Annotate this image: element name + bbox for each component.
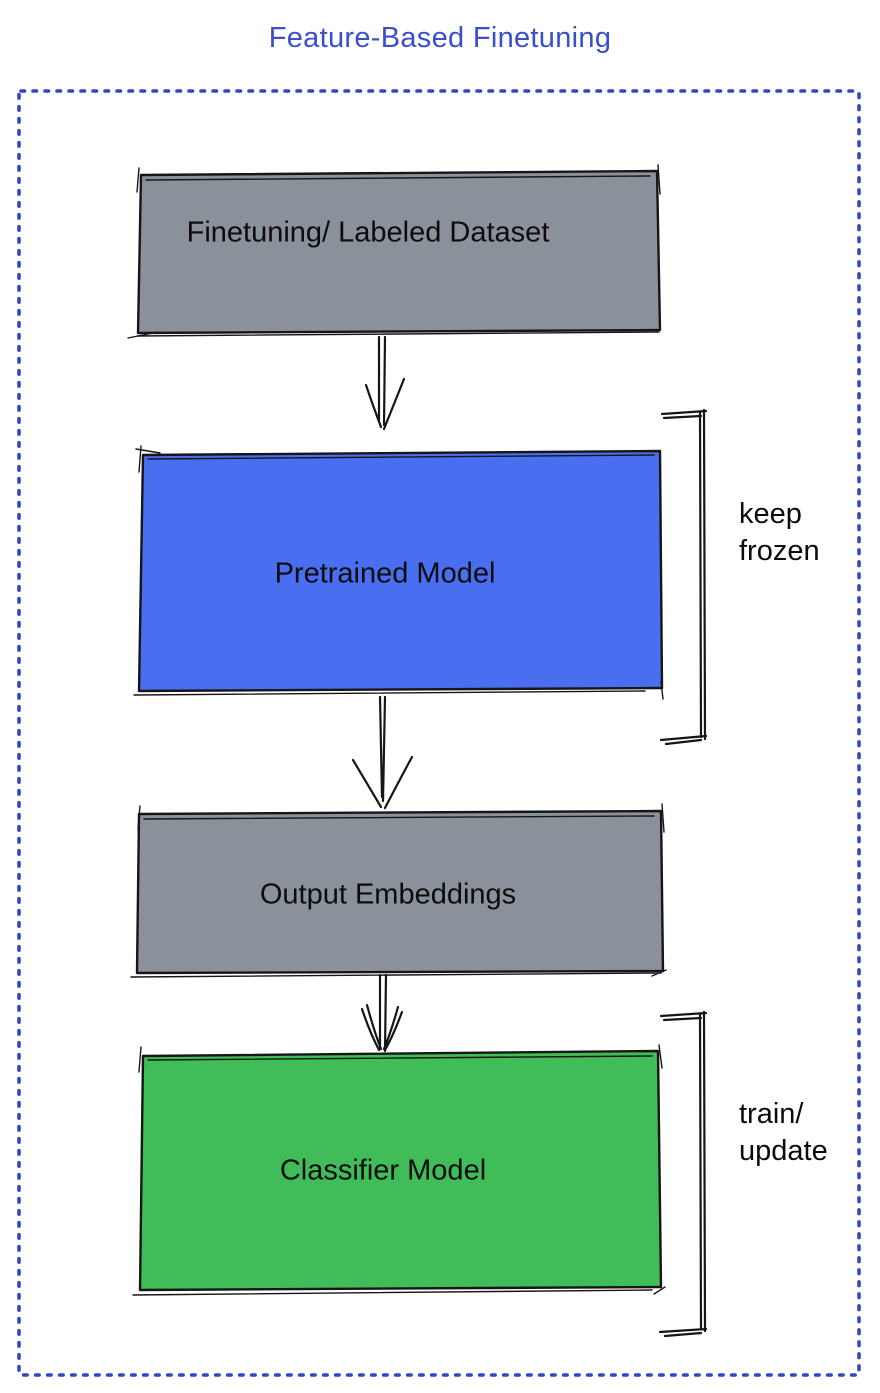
- pretrained-model-label: Pretrained Model: [274, 557, 496, 590]
- node-classifier-model: [132, 1044, 666, 1296]
- classifier-model-box: [140, 1051, 661, 1290]
- train-update-line2: update: [739, 1135, 828, 1167]
- bracket-keep-frozen: [659, 408, 708, 746]
- output-embeddings-box: [137, 811, 663, 973]
- finetuning-dataset-box: [138, 171, 660, 333]
- pretrained-model-sketch-accents: [133, 445, 664, 700]
- node-output-embeddings: [130, 803, 667, 978]
- pretrained-model-box: [139, 451, 662, 691]
- arrow-dataset-to-pretrained: [364, 335, 406, 431]
- classifier-model-border: [138, 1049, 663, 1292]
- output-embeddings-sketch-accents: [130, 803, 667, 978]
- classifier-model-label: Classifier Model: [279, 1154, 487, 1187]
- arrow-embeddings-to-classifier: [360, 973, 404, 1053]
- train-update-line1: train/: [739, 1098, 804, 1130]
- finetuning-dataset-border: [136, 169, 662, 335]
- finetuning-dataset-label: Finetuning/ Labeled Dataset: [186, 216, 550, 249]
- train-update-annotation: train/ update: [739, 1096, 828, 1170]
- finetuning-dataset-sketch-accents: [127, 164, 661, 339]
- keep-frozen-line1: keep: [739, 498, 802, 530]
- keep-frozen-annotation: keep frozen: [739, 496, 820, 570]
- keep-frozen-line2: frozen: [739, 535, 820, 567]
- node-pretrained-model: [133, 445, 664, 700]
- output-embeddings-label: Output Embeddings: [259, 878, 517, 911]
- diagram-title: Feature-Based Finetuning: [268, 22, 612, 54]
- dashed-boundary: [17, 89, 861, 1377]
- classifier-model-sketch-accents: [132, 1044, 666, 1296]
- arrow-pretrained-to-embeddings: [351, 695, 414, 810]
- bracket-train-update: [658, 1010, 708, 1338]
- node-finetuning-dataset: [127, 164, 662, 339]
